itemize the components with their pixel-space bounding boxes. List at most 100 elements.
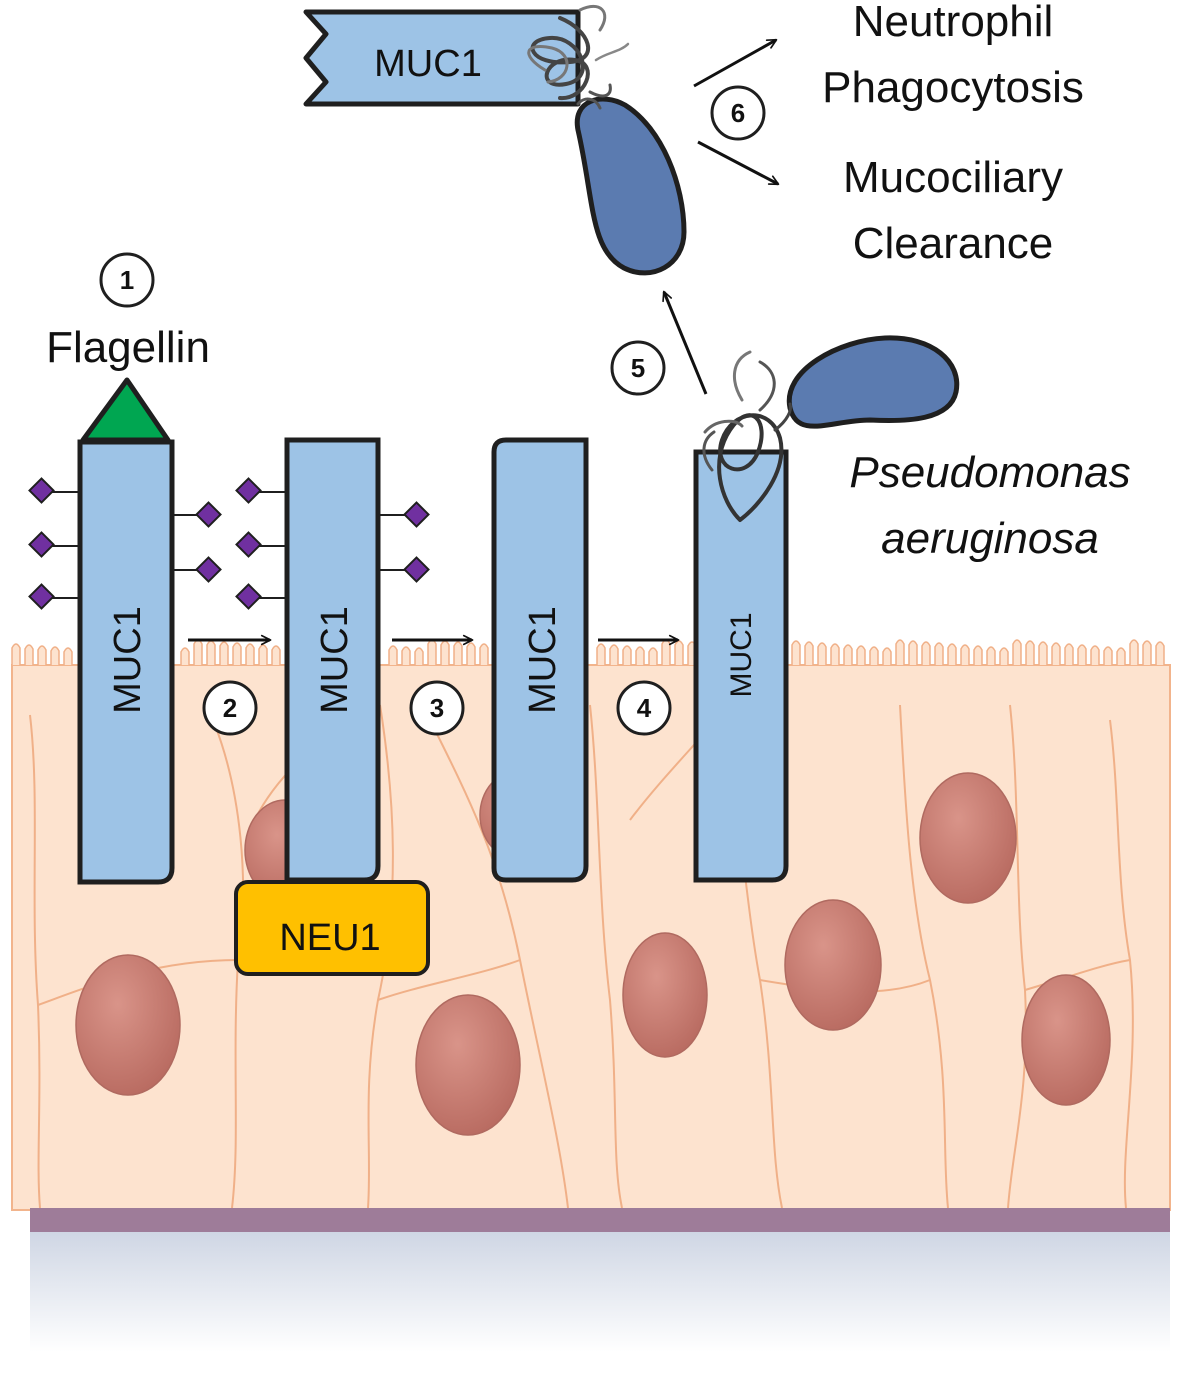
step-5-marker: 5: [610, 340, 666, 396]
microvillus: [999, 647, 1009, 665]
microvillus: [986, 646, 996, 665]
arrow-step-6-up: [693, 38, 778, 88]
flagella-tangle-top: [527, 4, 630, 110]
microvillus: [674, 640, 684, 665]
muc1-label-4: MUC1: [725, 612, 758, 697]
neu1-box: NEU1: [234, 880, 430, 976]
microvillus: [1129, 639, 1139, 665]
microvillus: [1090, 645, 1100, 665]
microvillus: [609, 644, 619, 665]
sialic-acid-left-2: [235, 477, 287, 504]
muc1-stalk-4: MUC1: [693, 449, 789, 883]
sialic-acid-left-1: [28, 531, 80, 558]
nucleus: [415, 994, 521, 1136]
microvillus: [427, 639, 437, 665]
svg-text:2: 2: [223, 693, 237, 723]
muc1-label-1: MUC1: [107, 606, 149, 714]
flagellin-label: Flagellin: [46, 323, 210, 372]
sialic-acid-left-1: [28, 583, 80, 610]
clearance-label: Clearance: [853, 219, 1054, 268]
arrows: [188, 38, 780, 646]
step-4-marker: 4: [616, 680, 672, 736]
pseudomonas-bacterium-free: [786, 335, 960, 429]
submucosa-fade: [30, 1232, 1170, 1352]
basement-membrane: [30, 1208, 1170, 1232]
microvillus: [622, 645, 632, 665]
microvillus: [388, 645, 398, 665]
svg-text:3: 3: [430, 693, 444, 723]
microvillus: [947, 643, 957, 665]
microvillus: [960, 644, 970, 665]
neutrophil-label: Neutrophil: [853, 0, 1054, 46]
svg-text:1: 1: [120, 265, 134, 295]
svg-text:5: 5: [631, 353, 645, 383]
nucleus: [75, 954, 181, 1096]
microvillus: [908, 640, 918, 665]
microvillus: [1051, 642, 1061, 665]
muc1-stalk-2: MUC1: [284, 437, 381, 883]
arrow-step-6-down: [697, 140, 780, 186]
flagellin-triangle: [80, 377, 171, 443]
microvillus: [934, 642, 944, 665]
svg-text:4: 4: [637, 693, 652, 723]
sialic-acid-left-2: [235, 583, 287, 610]
nucleus: [784, 899, 882, 1031]
outcome-labels: Neutrophil Phagocytosis Mucociliary Clea…: [822, 0, 1084, 268]
microvillus: [453, 641, 463, 665]
microvillus: [466, 642, 476, 665]
microvillus: [817, 642, 827, 665]
microvillus: [206, 640, 216, 665]
pathogen-label: Pseudomonas aeruginosa: [849, 448, 1130, 563]
step-markers: 1 2 3 4 5 6: [99, 85, 766, 736]
microvillus: [921, 641, 931, 665]
microvillus: [414, 647, 424, 665]
phagocytosis-label: Phagocytosis: [822, 63, 1084, 112]
neu1-label: NEU1: [279, 917, 380, 959]
microvillus: [791, 640, 801, 665]
pseudomonas-bacterium-bound: [574, 96, 687, 276]
sialic-acid-right-2: [378, 556, 430, 583]
microvillus: [596, 643, 606, 665]
pseudomonas-label: Pseudomonas: [849, 448, 1130, 497]
microvillus: [232, 642, 242, 665]
muc1-shed-ectodomain: MUC1: [303, 9, 581, 107]
flagellin: Flagellin: [46, 323, 210, 443]
microvillus: [11, 643, 21, 665]
epithelial-tissue: [11, 664, 1171, 1211]
microvillus: [1103, 646, 1113, 665]
arrow-step-5: [662, 290, 708, 395]
step-6-marker: 6: [710, 85, 766, 141]
microvillus: [1064, 643, 1074, 665]
nucleus: [622, 932, 708, 1058]
microvillus: [856, 645, 866, 665]
microvillus: [479, 643, 489, 665]
microvillus: [440, 640, 450, 665]
microvillus: [245, 643, 255, 665]
microvillus: [401, 646, 411, 665]
microvillus: [271, 645, 281, 665]
aeruginosa-label: aeruginosa: [881, 514, 1099, 563]
microvillus: [1142, 640, 1152, 665]
svg-text:6: 6: [731, 98, 745, 128]
muc1-stalk-1: MUC1: [77, 439, 175, 885]
microvillus: [804, 641, 814, 665]
microvillus: [1038, 641, 1048, 665]
microvillus: [219, 641, 229, 665]
microvillus: [973, 645, 983, 665]
muc1-shed-label: MUC1: [374, 43, 482, 85]
microvillus: [193, 639, 203, 665]
microvillus: [648, 647, 658, 665]
muc1-stalk-3: MUC1: [491, 437, 589, 883]
microvillus: [661, 639, 671, 665]
step-1-marker: 1: [99, 252, 155, 308]
muc1-label-3: MUC1: [522, 606, 564, 714]
microvillus: [1025, 640, 1035, 665]
microvillus: [1116, 647, 1126, 665]
microvillus: [1077, 644, 1087, 665]
microvilli: [11, 639, 1165, 665]
step-2-marker: 2: [202, 680, 258, 736]
sialic-acid-left-1: [28, 477, 80, 504]
muc1-label-2: MUC1: [314, 606, 356, 714]
sialic-acid-left-2: [235, 531, 287, 558]
